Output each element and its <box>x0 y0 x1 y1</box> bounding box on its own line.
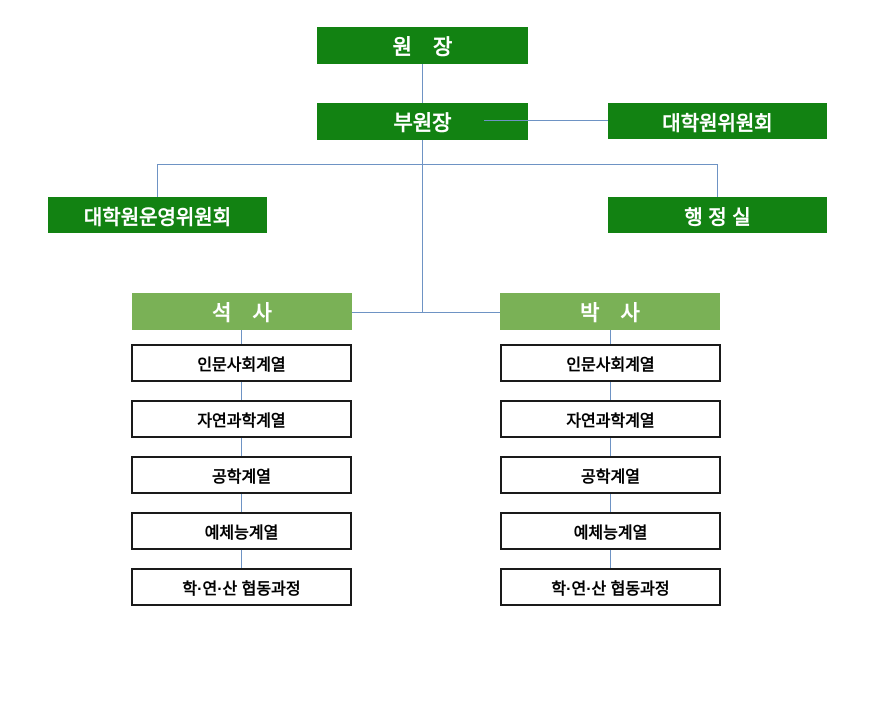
node-director: 원 장 <box>317 27 528 64</box>
doctoral-dept-arts-physical: 예체능계열 <box>500 512 721 550</box>
connector-doctoral-dept-5 <box>610 550 611 568</box>
node-graduate-operating-committee: 대학원운영위원회 <box>48 197 267 233</box>
connector-level2-horizontal <box>157 164 718 165</box>
masters-dept-humanities-social: 인문사회계열 <box>131 344 352 382</box>
doctoral-dept-academia-industry-cooperation: 학·연·산 협동과정 <box>500 568 721 606</box>
masters-dept-engineering: 공학계열 <box>131 456 352 494</box>
node-admin-office: 행 정 실 <box>608 197 827 233</box>
connector-masters-dept-2 <box>241 382 242 400</box>
connector-masters-dept-5 <box>241 550 242 568</box>
connector-masters-dept-3 <box>241 438 242 456</box>
doctoral-dept-engineering: 공학계열 <box>500 456 721 494</box>
masters-dept-natural-sciences: 자연과학계열 <box>131 400 352 438</box>
node-vice-director: 부원장 <box>317 103 528 140</box>
connector-masters-dept-4 <box>241 494 242 512</box>
doctoral-dept-natural-sciences: 자연과학계열 <box>500 400 721 438</box>
node-graduate-committee: 대학원위원회 <box>608 103 827 139</box>
masters-dept-arts-physical: 예체능계열 <box>131 512 352 550</box>
node-masters-program: 석 사 <box>132 293 352 330</box>
connector-masters-dept-1 <box>241 330 242 344</box>
connector-doctoral-dept-2 <box>610 382 611 400</box>
connector-masters-doctoral <box>352 312 500 313</box>
connector-drop-admin-office <box>717 164 718 197</box>
connector-doctoral-dept-1 <box>610 330 611 344</box>
doctoral-dept-humanities-social: 인문사회계열 <box>500 344 721 382</box>
node-doctoral-program: 박 사 <box>500 293 720 330</box>
connector-vice-to-graduate-committee <box>484 120 608 121</box>
connector-director-to-vice <box>422 64 423 103</box>
masters-dept-academia-industry-cooperation: 학·연·산 협동과정 <box>131 568 352 606</box>
connector-doctoral-dept-4 <box>610 494 611 512</box>
connector-drop-operating-committee <box>157 164 158 197</box>
connector-doctoral-dept-3 <box>610 438 611 456</box>
connector-vice-trunk <box>422 140 423 312</box>
